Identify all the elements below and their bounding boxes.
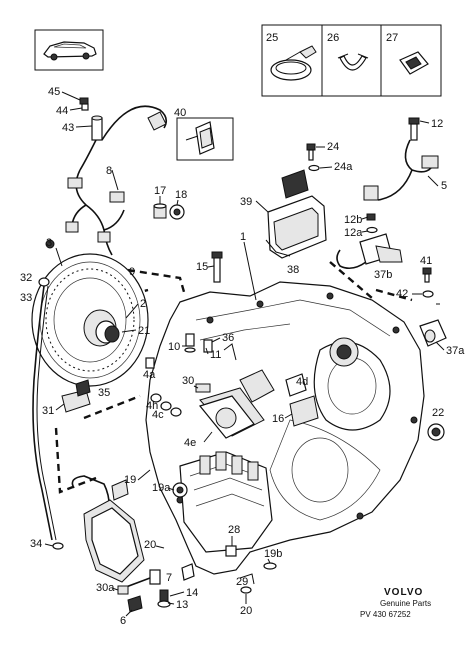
retaining-clip-icon	[399, 51, 429, 75]
small-fittings	[145, 251, 319, 427]
callout-1: 1	[240, 231, 246, 243]
callout-30: 30	[182, 375, 194, 387]
torque-converter	[31, 239, 149, 387]
callout-44: 44	[56, 105, 68, 117]
right-sensor-assembly	[363, 117, 439, 201]
car-thumbnail	[34, 29, 104, 71]
callout-20-top: 20	[144, 539, 156, 551]
callout-13: 13	[176, 599, 188, 611]
bolt-35	[75, 379, 91, 397]
callout-22: 22	[432, 407, 444, 419]
callout-35: 35	[98, 387, 110, 399]
brand-caption: Genuine Parts	[380, 599, 431, 608]
callout-21: 21	[138, 325, 150, 337]
callout-14: 14	[186, 587, 198, 599]
callout-12b: 12b	[344, 214, 362, 226]
control-unit	[265, 169, 327, 259]
bolt-24	[306, 143, 320, 172]
oil-pan	[71, 475, 188, 583]
callout-4a: 4a	[143, 369, 156, 381]
transmission-housing	[145, 281, 425, 575]
sensor-37a	[419, 267, 447, 347]
callout-32: 32	[20, 272, 32, 284]
car-icon	[43, 41, 97, 61]
callout-39: 39	[240, 196, 252, 208]
callout-18: 18	[175, 189, 187, 201]
callout-34: 34	[30, 538, 42, 550]
callout-31: 31	[42, 405, 54, 417]
callout-6: 6	[120, 615, 126, 627]
callout-10: 10	[168, 341, 180, 353]
callout-4d: 4d	[296, 376, 308, 388]
callout-4c: 4c	[152, 409, 164, 421]
callout-25: 25	[266, 32, 278, 44]
bracket-icon	[185, 121, 215, 155]
callout-36: 36	[222, 332, 234, 344]
callout-5: 5	[441, 180, 447, 192]
callout-27: 27	[386, 32, 398, 44]
callout-4h: 4h	[146, 400, 158, 412]
callout-19: 19	[124, 474, 136, 486]
callout-11: 11	[210, 349, 221, 361]
callout-24: 24	[327, 141, 339, 153]
callout-43: 43	[62, 122, 74, 134]
callout-26: 26	[327, 32, 339, 44]
callout-41: 41	[420, 255, 432, 267]
callout-3: 3	[46, 237, 52, 249]
dipstick-tube	[32, 277, 91, 550]
callout-16: 16	[272, 413, 284, 425]
diagram-code: PV 430 67252	[360, 610, 411, 619]
callout-7: 7	[166, 572, 172, 584]
callout-17: 17	[154, 185, 166, 197]
wiring-harness	[65, 169, 125, 256]
brand-logo: VOLVO	[384, 587, 423, 598]
hose-clamp-icon	[270, 45, 317, 81]
drive-shaft-seal	[427, 423, 445, 441]
bottom-fittings	[117, 545, 277, 613]
callout-20-bottom: 20	[240, 605, 252, 617]
callout-28: 28	[228, 524, 240, 536]
plug-seals	[153, 203, 185, 220]
bracket-box	[176, 117, 234, 161]
callout-12: 12	[431, 118, 443, 130]
sensor-37b	[336, 213, 403, 270]
callout-40: 40	[174, 107, 186, 119]
callout-8: 8	[106, 165, 112, 177]
callout-19a: 19a	[152, 482, 171, 494]
callout-37b: 37b	[374, 269, 392, 281]
valve-body	[179, 395, 273, 553]
clip-boxes	[261, 24, 442, 97]
callout-45: 45	[48, 86, 60, 98]
cable-clip-icon	[337, 53, 369, 71]
callout-19b: 19b	[264, 548, 282, 560]
callout-33: 33	[20, 292, 32, 304]
callout-9: 9	[129, 266, 135, 278]
callout-4e: 4e	[184, 437, 196, 449]
speed-sensor-assembly	[79, 97, 168, 171]
callout-30a: 30a	[96, 582, 115, 594]
callout-37a: 37a	[446, 345, 465, 357]
callout-12a: 12a	[344, 227, 363, 239]
callout-15: 15	[196, 261, 208, 273]
callout-24a: 24a	[334, 161, 353, 173]
callout-29: 29	[236, 576, 248, 588]
callout-2: 2	[140, 298, 146, 310]
callout-38: 38	[287, 264, 299, 276]
